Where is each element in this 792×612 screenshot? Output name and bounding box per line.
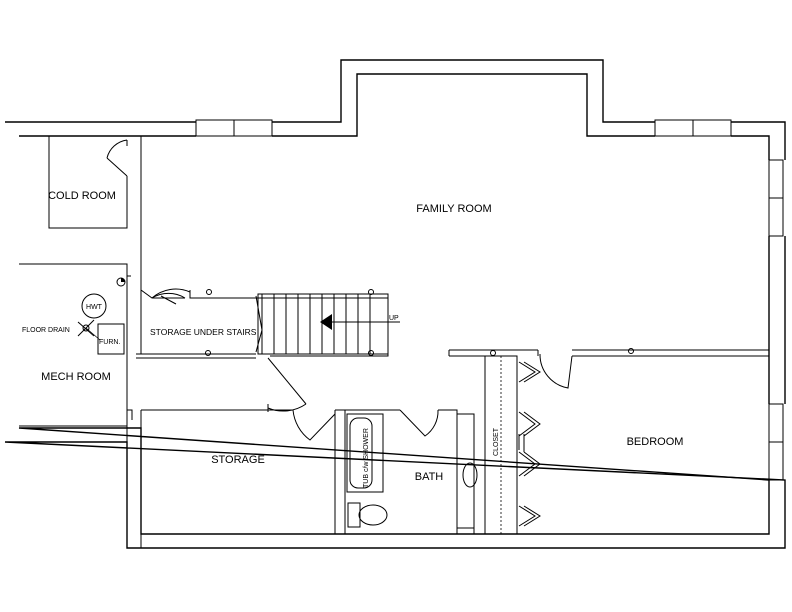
storage-under-stairs-label: STORAGE UNDER STAIRS: [150, 327, 257, 337]
stair-up-arrow-icon: [320, 314, 332, 330]
cold-room-label: COLD ROOM: [48, 190, 116, 202]
closet: CLOSET: [448, 349, 541, 534]
exterior-walls: [4, 59, 786, 549]
storage-label: STORAGE: [211, 454, 265, 466]
windows: [195, 119, 784, 481]
hwt-label: HWT: [86, 304, 103, 311]
hot-water-tank-icon: [81, 293, 107, 319]
sink-icon: [462, 462, 478, 488]
bedroom-label: BEDROOM: [627, 436, 684, 448]
stair-storage-door: [151, 288, 191, 305]
toilet-bowl-icon: [358, 504, 388, 526]
furnace-label: FURN.: [99, 339, 120, 346]
cold-room: COLD ROOM: [48, 136, 128, 229]
mech-room-label: MECH ROOM: [41, 371, 111, 383]
family-room-label: FAMILY ROOM: [416, 203, 491, 215]
floor-drain-label: FLOOR DRAIN: [22, 327, 70, 334]
bedroom: BEDROOM: [537, 349, 769, 448]
bath-label: BATH: [415, 471, 444, 483]
furnace-icon: [97, 323, 125, 355]
bath: TUB c/w SHOWER BATH: [345, 409, 485, 535]
tub-label: TUB c/w SHOWER: [363, 428, 370, 488]
stairs-up-label: UP: [389, 315, 399, 322]
closet-label: CLOSET: [493, 427, 500, 456]
bathtub-icon: [346, 413, 384, 493]
stairs[interactable]: UP STORAGE UNDER STAIRS: [150, 293, 400, 355]
floor-drain-icon: [82, 324, 90, 332]
outlets: [205, 289, 634, 356]
mech-room: HWT FLOOR DRAIN FURN. MECH ROOM: [22, 277, 126, 383]
storage-room: STORAGE: [126, 409, 346, 548]
toilet-tank-icon: [347, 502, 361, 528]
mech-room-door[interactable]: [267, 357, 307, 412]
